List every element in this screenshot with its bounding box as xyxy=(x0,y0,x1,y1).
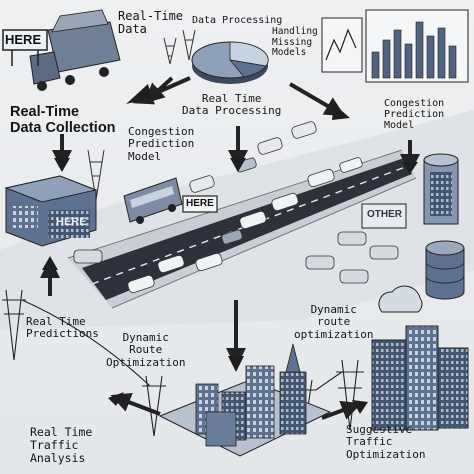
label-dynamic-route-left: Dynamic Route Optimization xyxy=(106,331,186,369)
here-road-sign-text: HERE xyxy=(186,198,214,209)
label-suggestive-traffic: Suggestive Traffic Optimization xyxy=(346,423,426,461)
data-center-building xyxy=(4,175,98,247)
right-skyscrapers xyxy=(371,325,469,431)
arrow-to-suggestive xyxy=(321,400,362,420)
pie-chart-icon xyxy=(191,41,269,84)
city-skyline xyxy=(158,343,332,457)
label-handling-missing: Handling Missing Models xyxy=(272,26,318,59)
bus-icon xyxy=(123,177,183,224)
flow-arrows xyxy=(40,76,420,420)
label-realtime-data: Real-Time Data xyxy=(118,9,184,37)
label-congestion-mid: Congestion Prediction Model xyxy=(128,125,195,163)
power-pylons xyxy=(2,289,364,437)
label-data-processing-top: Data Processing xyxy=(192,15,283,26)
upper-cars xyxy=(189,121,317,193)
cloud-icon xyxy=(378,285,423,313)
sensor-tower xyxy=(423,153,459,225)
arrow-to-model xyxy=(288,82,345,117)
arrow-to-analysis xyxy=(110,392,161,416)
label-congestion-right: Congestion Prediction Model xyxy=(384,98,445,132)
other-sign-text: OTHER xyxy=(367,209,402,220)
arrow-heads xyxy=(42,84,418,414)
label-realtime-predictions: Real Time Predictions xyxy=(26,315,99,341)
label-realtime-traffic: Real Time Traffic Analysis xyxy=(30,425,93,465)
bar-chart-icon xyxy=(365,9,469,83)
here-billboard-text: HERE xyxy=(5,32,42,47)
road-cars xyxy=(127,157,363,294)
here-building-text: HERE xyxy=(56,216,87,228)
parking-cars xyxy=(73,231,399,284)
line-chart-panel xyxy=(321,17,363,73)
label-realtime-processing: Real Time Data Processing xyxy=(182,92,282,118)
label-realtime-collection: Real-Time Data Collection xyxy=(10,104,116,137)
database-icon xyxy=(425,240,465,300)
road-sign-frame xyxy=(182,195,218,213)
label-dynamic-route-right: Dynamic route optimization xyxy=(294,303,374,341)
here-billboard-frame xyxy=(2,29,48,66)
antenna-towers xyxy=(87,29,196,201)
other-sign-frame xyxy=(361,203,407,229)
